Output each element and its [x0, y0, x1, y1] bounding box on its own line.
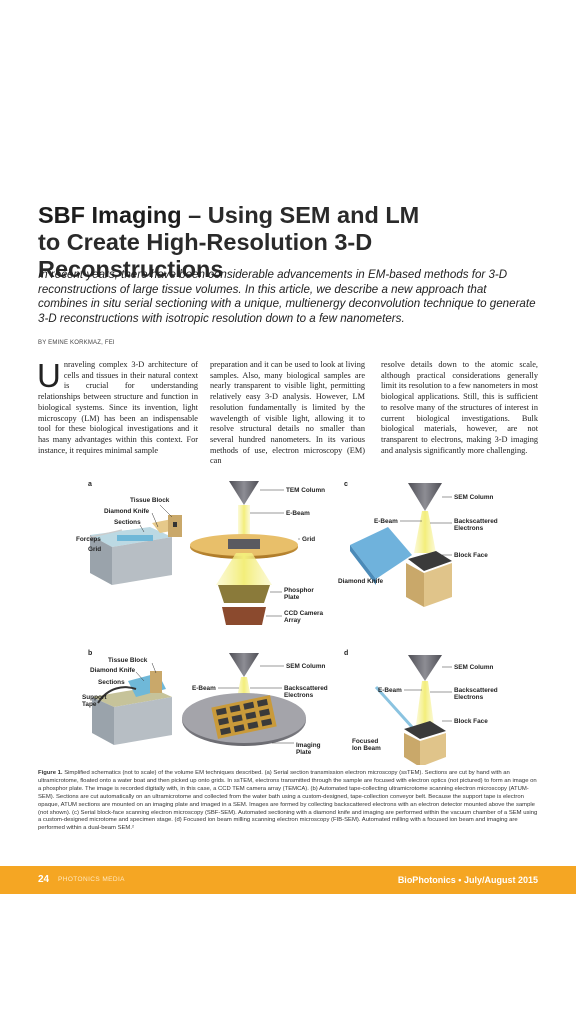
tem-column	[190, 481, 298, 625]
c-sem-column-label: SEM Column	[454, 494, 494, 501]
panel-d-label: d	[344, 650, 348, 657]
a-sections-label: Sections	[114, 519, 141, 526]
atum-sem	[182, 653, 306, 746]
a-ebeam-label: E-Beam	[286, 510, 310, 517]
c-bse-label-1: Backscattered	[454, 518, 498, 525]
a-ccd-label-1: CCD Camera	[284, 610, 324, 617]
a-diamond-knife-label: Diamond Knife	[104, 508, 150, 515]
b-sem-column-label: SEM Column	[286, 663, 326, 670]
photonics-media-logo: PHOTONICS MEDIA	[58, 876, 125, 883]
title-bold: SBF Imaging	[38, 202, 182, 228]
b-bse-label-2: Electrons	[284, 692, 314, 699]
panel-b-label: b	[88, 650, 92, 657]
c-bse-label-2: Electrons	[454, 525, 484, 532]
a-phosphor-label-1: Phosphor	[284, 587, 314, 594]
figure-caption: Figure 1. Simplified schematics (not to …	[38, 770, 538, 833]
body-column-3: resolve details down to the atomic scale…	[381, 360, 538, 455]
a-forceps-label: Forceps	[76, 536, 101, 543]
caption-text: Simplified schematics (not to scale) of …	[38, 770, 538, 832]
b-diamond-knife-label: Diamond Knife	[90, 667, 136, 674]
b-support-label-1: Support	[82, 694, 107, 701]
b-ebeam-label: E-Beam	[192, 685, 216, 692]
b-support-label-2: Tape	[82, 701, 97, 708]
d-fib-label-2: Ion Beam	[352, 745, 381, 752]
title-line2: to Create High-Resolution 3-D Reconstruc…	[38, 229, 373, 282]
sbf-sem-schematic	[350, 483, 452, 607]
a-grid2-label: Grid	[302, 536, 315, 543]
a-grid-label: Grid	[88, 546, 101, 553]
publication-info: BioPhotonics • July/August 2015	[397, 875, 538, 885]
d-block-face-label: Block Face	[454, 718, 488, 725]
b-tissue-block-label: Tissue Block	[108, 657, 148, 664]
article-title: SBF Imaging – Using SEM and LM to Create…	[38, 202, 558, 283]
fib-sem-schematic	[374, 655, 446, 767]
a-ccd-label-2: Array	[284, 617, 301, 624]
page-number: 24	[38, 874, 50, 885]
dropcap: U	[37, 357, 61, 394]
b-sections-label: Sections	[98, 679, 125, 686]
figure-1: a Tissue Block Diamond Knife Sections Fo…	[32, 475, 544, 767]
a-tem-column-label: TEM Column	[286, 487, 325, 494]
d-fib-label-1: Focused	[352, 738, 378, 745]
a-phosphor-label-2: Plate	[284, 594, 300, 601]
caption-label: Figure 1.	[38, 770, 63, 776]
figure-schematic: a Tissue Block Diamond Knife Sections Fo…	[76, 481, 498, 767]
body-column-2: preparation and it can be used to look a…	[210, 360, 365, 466]
a-tissue-block-label: Tissue Block	[130, 497, 170, 504]
column-1-text: nraveling complex 3-D architecture of ce…	[38, 360, 198, 455]
article-deck: In recent years, there have been conside…	[38, 268, 536, 325]
c-block-face-label: Block Face	[454, 552, 488, 559]
panel-c-label: c	[344, 481, 348, 488]
d-bse-label-1: Backscattered	[454, 687, 498, 694]
atum-microtome	[92, 671, 172, 745]
b-imaging-label-2: Plate	[296, 749, 312, 756]
ultramicrotome-a	[86, 515, 182, 585]
title-rest: – Using SEM and LM	[181, 202, 420, 228]
c-ebeam-label: E-Beam	[374, 518, 398, 525]
b-imaging-label-1: Imaging	[296, 742, 321, 749]
byline: BY EMINE KORKMAZ, FEI	[38, 340, 115, 346]
c-diamond-knife-label: Diamond Knife	[338, 578, 384, 585]
d-ebeam-label: E-Beam	[378, 687, 402, 694]
panel-a-label: a	[88, 481, 92, 488]
d-bse-label-2: Electrons	[454, 694, 484, 701]
page-footer: 24 PHOTONICS MEDIA BioPhotonics • July/A…	[0, 866, 576, 894]
b-bse-label-1: Backscattered	[284, 685, 328, 692]
d-sem-column-label: SEM Column	[454, 664, 494, 671]
